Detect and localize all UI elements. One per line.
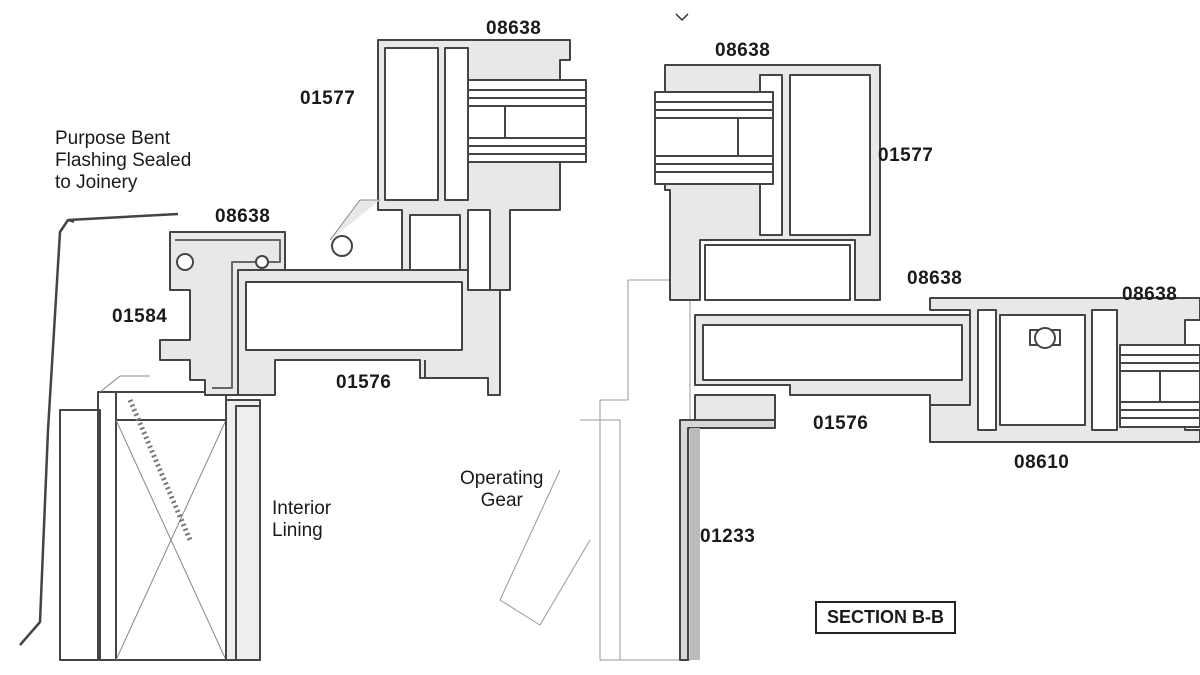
flashing-note-line-2: Flashing Sealed [55, 150, 192, 171]
interior-lining-line-1: Interior [272, 498, 332, 519]
glass-unit-left [467, 79, 587, 163]
profile-01576-right [694, 314, 971, 421]
profile-01576-left [237, 269, 501, 396]
operating-gear-line-2: Gear [480, 490, 523, 511]
glass-unit-right-top [654, 91, 774, 185]
bent-flashing [19, 212, 179, 646]
flashing-note-line-1: Purpose Bent [55, 128, 171, 149]
operating-gear-line-1: Operating [460, 468, 544, 489]
part-label-08638-top-left: 08638 [486, 18, 542, 39]
flashing-note-line-3: to Joinery [55, 172, 138, 193]
part-label-01584: 01584 [112, 306, 168, 327]
flashing-note: Purpose Bent Flashing Sealed to Joinery [55, 128, 191, 194]
profile-08638-left-low [159, 231, 286, 396]
part-label-01233: 01233 [700, 526, 756, 547]
part-label-01576-right: 01576 [813, 413, 869, 434]
part-label-01577-left: 01577 [300, 88, 356, 109]
wall-frame [59, 375, 261, 661]
part-label-08638-top-right: 08638 [715, 40, 771, 61]
glass-unit-right-low [1119, 344, 1200, 428]
part-label-01577-right: 01577 [878, 145, 934, 166]
operating-gear-note: Operating Gear [460, 468, 543, 512]
part-label-08638-mid-right: 08638 [907, 268, 963, 289]
profile-01577-left [329, 39, 571, 291]
part-label-08638-far-right: 08638 [1122, 284, 1178, 305]
part-label-08638-left-low: 08638 [215, 206, 271, 227]
part-label-08610: 08610 [1014, 452, 1070, 473]
interior-lining-line-2: Lining [272, 520, 323, 541]
part-label-01576-left: 01576 [336, 372, 392, 393]
section-title: SECTION B-B [815, 601, 956, 634]
interior-lining-note: Interior Lining [272, 498, 331, 542]
cut-mark [675, 13, 689, 21]
